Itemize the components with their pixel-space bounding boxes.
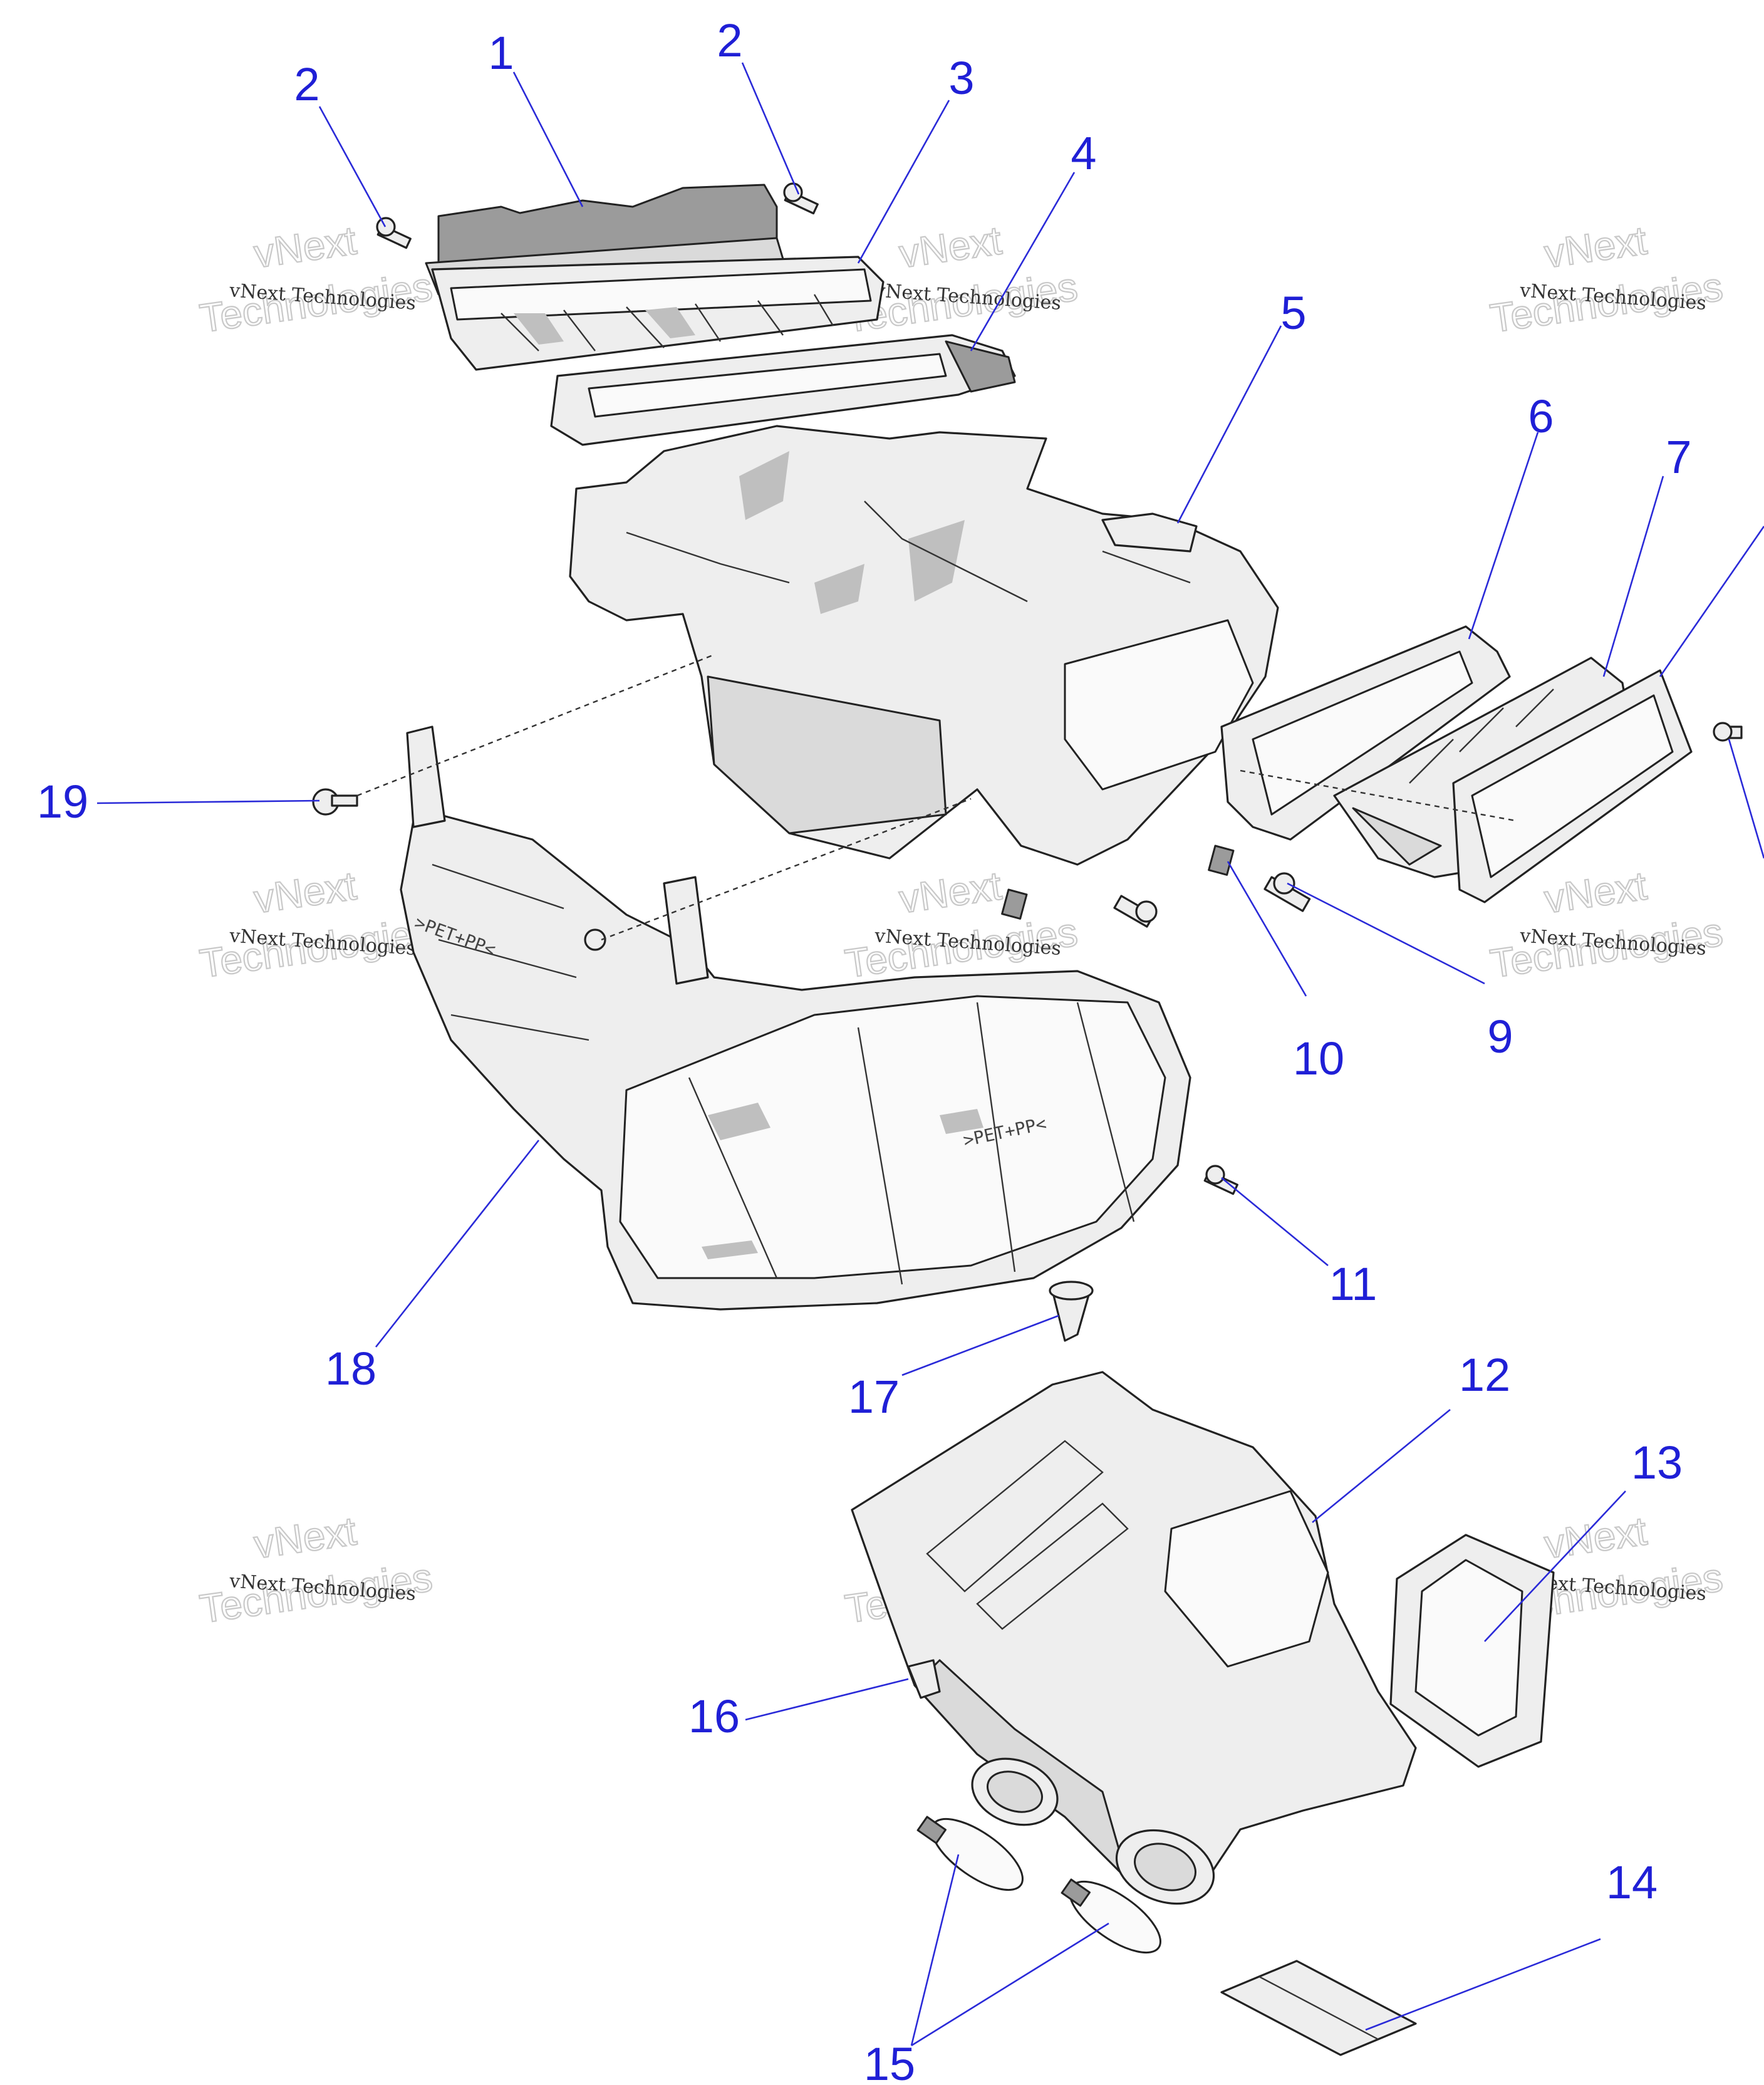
callout-18: 18 xyxy=(325,1343,376,1395)
callout-17: 17 xyxy=(848,1371,900,1423)
watermark-big-line1: vNext xyxy=(896,863,1004,922)
callout-3: 3 xyxy=(948,52,974,104)
watermark-top-right: vNext Technologies vNext Technologies xyxy=(1486,217,1726,341)
screw-2-left xyxy=(376,217,412,249)
part-12-air-filter-housing xyxy=(851,1371,1417,1905)
part-13-filter-seal xyxy=(1389,1534,1555,1768)
fasteners xyxy=(312,182,1743,1699)
watermark-big-line1: vNext xyxy=(1542,863,1649,922)
callout-13: 13 xyxy=(1631,1437,1683,1489)
clip-10b xyxy=(1001,888,1028,920)
callout-19: 19 xyxy=(37,776,88,828)
callout-12: 12 xyxy=(1459,1349,1510,1401)
callout-9: 9 xyxy=(1487,1011,1513,1063)
grommet-17 xyxy=(1049,1281,1094,1342)
callout-1: 1 xyxy=(488,27,514,79)
clip-16 xyxy=(907,1659,941,1699)
part-8-gasket-frame xyxy=(1452,669,1693,903)
callout-2: 2 xyxy=(294,58,319,110)
watermark-mid-center: vNext Technologies vNext Technologies xyxy=(841,862,1081,987)
watermark-big-line1: vNext xyxy=(1542,217,1649,276)
alignment-lines xyxy=(356,653,1517,941)
watermark-big-line1: vNext xyxy=(251,217,359,276)
bolt-9b xyxy=(1113,895,1158,928)
callout-16: 16 xyxy=(688,1690,740,1742)
callout-2: 2 xyxy=(717,14,742,66)
watermark-low-left: vNext Technologies vNext Technologies xyxy=(196,1507,435,1632)
callout-14: 14 xyxy=(1606,1856,1658,1908)
screw-18-tab xyxy=(584,928,606,951)
watermark-big-line1: vNext xyxy=(251,1508,359,1567)
bolt-9 xyxy=(1263,872,1311,912)
watermark-mid-left: vNext Technologies vNext Technologies xyxy=(196,862,435,987)
watermark-big-line1: vNext xyxy=(896,217,1004,276)
screw-11 xyxy=(1203,1165,1238,1195)
callout-4: 4 xyxy=(1071,127,1096,179)
watermark-big-line1: vNext xyxy=(251,863,359,922)
callout-6: 6 xyxy=(1528,390,1554,442)
callout-labels: 1 2 2 3 4 5 6 7 9 10 11 12 13 14 15 16 1… xyxy=(37,14,1692,2085)
callout-10: 10 xyxy=(1293,1032,1344,1084)
screw-2-right xyxy=(783,182,819,215)
leader-lines xyxy=(96,62,1764,2047)
parts: >PET+PP< >PET+PP< xyxy=(312,182,1743,2056)
part-15-hose-clamps xyxy=(916,1816,1161,1954)
part-4-front-frame xyxy=(550,334,1016,446)
screw-19 xyxy=(312,788,358,816)
callout-7: 7 xyxy=(1666,431,1691,483)
clip-10 xyxy=(1208,845,1235,876)
callout-15: 15 xyxy=(864,2038,915,2085)
part-5-main-air-duct xyxy=(569,425,1279,866)
watermark-big-line1: vNext xyxy=(1542,1508,1649,1567)
callout-11: 11 xyxy=(1329,1258,1377,1310)
part-14-label xyxy=(1220,1960,1417,2056)
watermark-mid-right: vNext Technologies vNext Technologies xyxy=(1486,862,1726,987)
part-3-intake-grille xyxy=(431,256,885,371)
bolt-8 xyxy=(1713,722,1743,742)
callout-5: 5 xyxy=(1280,287,1306,339)
